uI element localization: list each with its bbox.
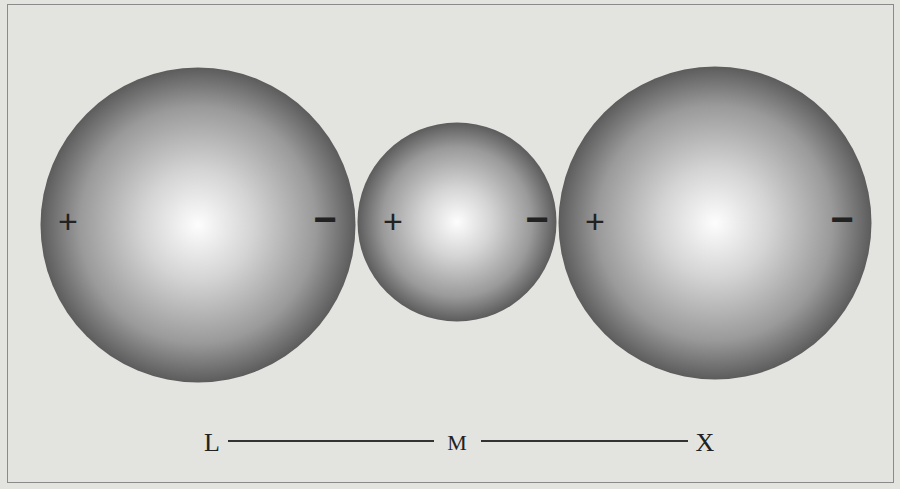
scale-line <box>228 440 434 442</box>
sphere: +− <box>357 122 557 322</box>
charge-sign: − <box>313 199 336 239</box>
sphere-body <box>41 68 356 383</box>
sphere-body <box>559 67 872 380</box>
scale-line <box>481 440 688 442</box>
sphere-shape <box>40 67 356 383</box>
sphere-shape <box>558 66 872 380</box>
charge-sign: + <box>58 204 78 238</box>
point-label: X <box>694 430 717 456</box>
sphere: +− <box>558 66 872 380</box>
point-label: L <box>202 430 222 456</box>
sphere: +− <box>40 67 356 383</box>
charge-sign: + <box>585 204 605 238</box>
point-label: M <box>445 432 469 454</box>
sphere-body <box>358 123 557 322</box>
frame <box>8 5 894 483</box>
charge-sign: − <box>525 199 548 239</box>
charge-sign: + <box>383 204 403 238</box>
charge-sign: − <box>830 199 853 239</box>
